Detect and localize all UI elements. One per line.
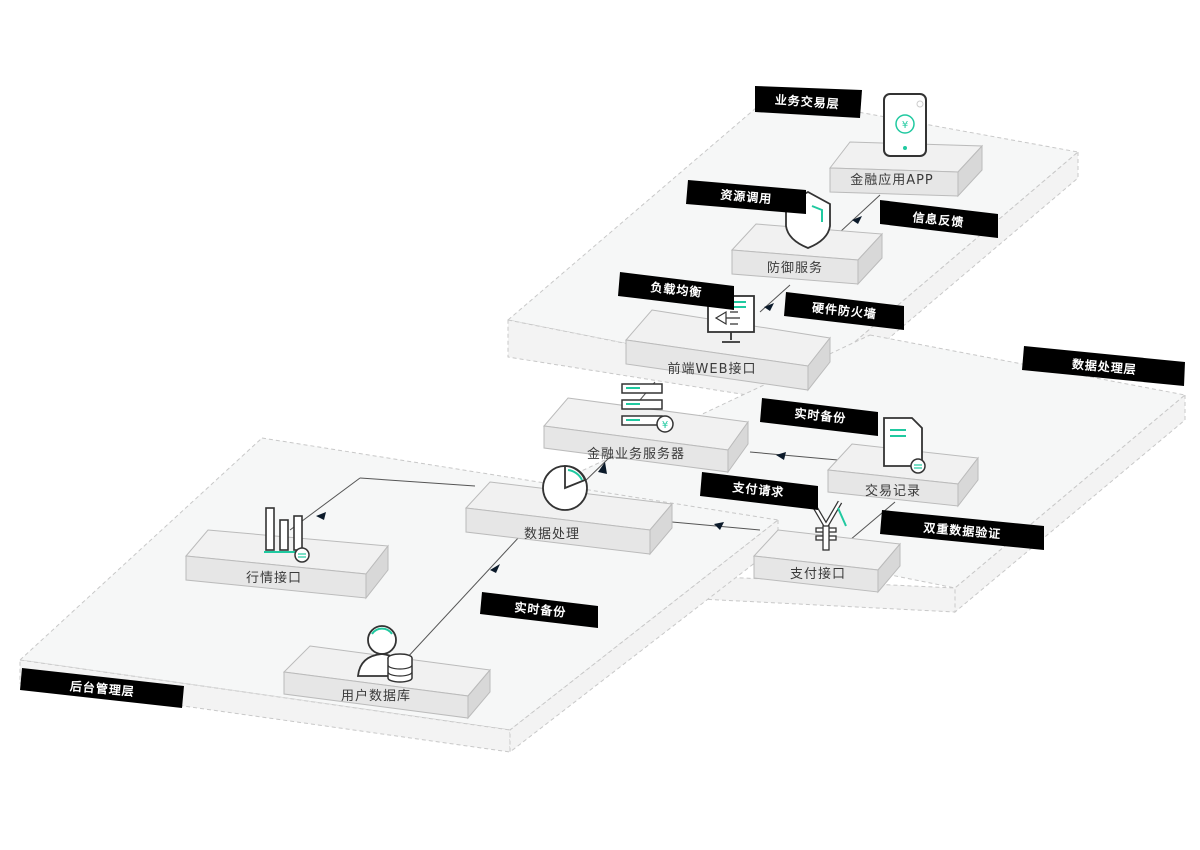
bar-chart-icon — [264, 507, 310, 563]
node-app-label: 金融应用APP — [850, 172, 934, 188]
tag-payreq: 支付请求 — [700, 472, 818, 510]
svg-text:¥: ¥ — [662, 420, 668, 431]
svg-text:实时备份: 实时备份 — [514, 599, 567, 619]
pie-chart-icon — [542, 465, 588, 511]
tag-loadbal: 负载均衡 — [618, 272, 734, 310]
node-server[interactable]: 金融业务服务器 ¥ — [543, 383, 749, 474]
node-market[interactable]: 行情接口 — [185, 507, 389, 600]
svg-text:信息反馈: 信息反馈 — [912, 209, 965, 229]
svg-text:双重数据验证: 双重数据验证 — [923, 520, 1002, 542]
node-payment-label: 支付接口 — [790, 566, 846, 582]
arrow-feedback — [852, 216, 862, 224]
user-database-icon — [357, 625, 413, 683]
tag-backup1: 实时备份 — [760, 398, 878, 436]
yen-icon — [809, 500, 847, 551]
svg-text:业务交易层: 业务交易层 — [774, 92, 840, 111]
link-record-payment — [849, 501, 896, 541]
document-icon — [883, 417, 926, 474]
layer-label-backend: 后台管理层 — [20, 668, 184, 708]
tag-backup2: 实时备份 — [480, 592, 598, 628]
layer-label-data: 数据处理层 — [1022, 346, 1185, 386]
svg-text:¥: ¥ — [902, 120, 908, 131]
svg-text:数据处理层: 数据处理层 — [1071, 356, 1137, 377]
tag-feedback: 信息反馈 — [880, 200, 998, 238]
node-record-label: 交易记录 — [865, 483, 921, 499]
node-market-label: 行情接口 — [246, 570, 302, 586]
layer-label-business: 业务交易层 — [755, 86, 862, 118]
tag-firewall: 硬件防火墙 — [784, 292, 904, 330]
arrow-backup — [776, 452, 786, 460]
svg-text:后台管理层: 后台管理层 — [69, 678, 135, 699]
link-dataproc-userdb — [404, 535, 521, 661]
arrow-dataproc — [598, 462, 607, 474]
arrow-userdb — [490, 564, 500, 573]
node-web[interactable]: 前端WEB接口 — [625, 295, 831, 392]
tag-resource: 资源调用 — [686, 180, 806, 214]
link-app-defense — [839, 194, 881, 233]
node-web-label: 前端WEB接口 — [668, 361, 757, 377]
svg-text:支付请求: 支付请求 — [731, 479, 785, 499]
arrow-payreq — [714, 522, 724, 530]
node-userdb[interactable]: 用户数据库 — [282, 625, 491, 720]
tag-dualverify: 双重数据验证 — [880, 510, 1044, 550]
node-payment[interactable]: 支付接口 — [752, 500, 901, 594]
node-userdb-label: 用户数据库 — [341, 688, 411, 704]
svg-text:资源调用: 资源调用 — [720, 187, 773, 206]
phone-icon: ¥ — [883, 93, 927, 157]
node-record[interactable]: 交易记录 — [826, 417, 979, 508]
svg-text:硬件防火墙: 硬件防火墙 — [811, 300, 877, 322]
node-defense-label: 防御服务 — [767, 260, 823, 276]
node-app[interactable]: 金融应用APP ¥ — [829, 93, 984, 198]
svg-text:负载均衡: 负载均衡 — [650, 279, 703, 299]
server-icon: ¥ — [621, 383, 674, 433]
arrow-heads — [316, 216, 862, 573]
link-server-record — [749, 451, 839, 461]
svg-text:实时备份: 实时备份 — [794, 405, 847, 425]
node-server-label: 金融业务服务器 — [587, 446, 685, 462]
arrow-firewall — [764, 303, 774, 311]
arrow-market — [316, 512, 326, 520]
link-dataproc-top — [359, 477, 476, 487]
node-data-proc[interactable]: 数据处理 — [464, 465, 673, 556]
node-data-proc-label: 数据处理 — [524, 527, 580, 542]
